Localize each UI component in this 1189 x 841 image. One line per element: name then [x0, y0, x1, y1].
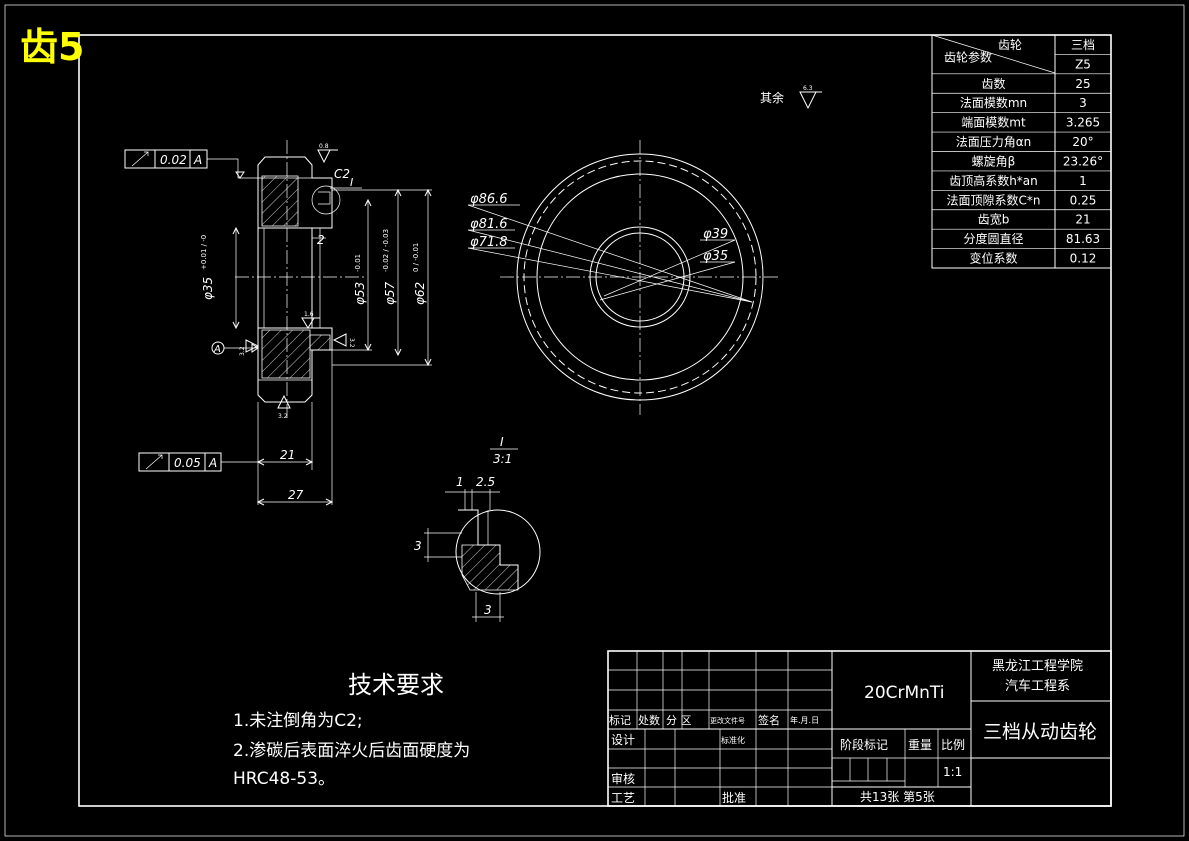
tb-part-name: 三档从动齿轮 — [983, 721, 1097, 743]
rough-left: 3.2 — [239, 346, 246, 356]
tb-stage: 阶段标记 — [840, 737, 888, 752]
tb-h-date: 年.月.日 — [790, 715, 819, 725]
param-value: 25 — [1075, 77, 1090, 91]
tb-school: 黑龙江工程学院 — [992, 658, 1083, 674]
param-value: 三档 — [1071, 38, 1095, 52]
datum-a-marker: A — [213, 344, 221, 355]
surface-note-value: 6.3 — [803, 85, 813, 92]
rough-mid: 1.6 — [304, 311, 314, 318]
tb-h-doc: 更改文件号 — [710, 716, 745, 725]
param-label: 法面压力角αn — [956, 135, 1032, 149]
dim-27: 27 — [288, 488, 304, 502]
detail-ref: I — [350, 176, 353, 189]
tech-requirements: 技术要求 1.未注倒角为C2; 2.渗碳后表面淬火后齿面硬度为 HRC48-53… — [233, 671, 470, 789]
param-value: 20° — [1072, 135, 1093, 149]
param-label: 分度圆直径 — [963, 231, 1023, 246]
dim-2: 2 — [317, 233, 325, 247]
dim-53: φ53 — [353, 282, 367, 305]
detail-view: I 3:1 1 2.5 3 3 — [414, 435, 541, 622]
param-value: 81.63 — [1066, 232, 1100, 246]
surface-note: 其余 6.3 — [760, 85, 822, 110]
param-value: 3.265 — [1066, 116, 1100, 130]
param-label: 齿数 — [981, 76, 1005, 91]
section-view: 0.02 A 0.05 A A C2 I 0.8 1.6 3.2 3.2 3.2 — [124, 140, 432, 506]
inner-frame — [78, 34, 1112, 807]
param-label: 法面顶隙系数C*n — [947, 192, 1041, 207]
tb-h-mark: 标记 — [609, 713, 631, 727]
outer-border — [4, 4, 1185, 837]
tb-h-sign: 签名 — [758, 713, 780, 727]
tol-top-value: 0.02 — [160, 153, 187, 167]
param-value: Z5 — [1075, 57, 1091, 71]
dim-bore: φ35 — [201, 277, 215, 300]
detail-dim-25: 2.5 — [476, 475, 495, 489]
detail-dim-1: 1 — [456, 475, 464, 489]
param-label: 螺旋角β — [972, 154, 1016, 168]
tb-weight: 重量 — [908, 738, 932, 752]
tb-h-count: 处数 — [638, 714, 660, 727]
param-value: 21 — [1075, 213, 1090, 227]
param-value: 1 — [1079, 174, 1087, 188]
tb-ratio-label: 比例 — [941, 738, 965, 752]
dim-53-tol: -0.01 — [354, 254, 362, 272]
tol-top-datum: A — [193, 153, 202, 167]
param-label: 法面模数mn — [960, 95, 1027, 110]
tech-title: 技术要求 — [348, 671, 444, 699]
detail-label: I — [500, 435, 504, 449]
tech-line1: 1.未注倒角为C2; — [233, 711, 363, 731]
detail-dim-3b: 3 — [484, 603, 492, 617]
tol-bottom-value: 0.05 — [174, 456, 201, 470]
dim-end-4: φ39 — [703, 227, 728, 242]
param-value: 3 — [1079, 96, 1087, 110]
tb-sheets: 共13张 第5张 — [860, 790, 935, 804]
dim-bore-tol: +0.01 / -0 — [200, 235, 208, 270]
param-value: 0.25 — [1070, 193, 1097, 207]
param-label: 齿轮参数 — [944, 49, 992, 64]
rough-bottom: 3.2 — [278, 413, 288, 420]
dim-end-2: φ81.6 — [470, 217, 508, 232]
tb-material: 20CrMnTi — [864, 683, 945, 703]
dim-57: φ57 — [383, 281, 397, 305]
chamfer-label: C2 — [334, 167, 350, 181]
tech-line2: 2.渗碳后表面淬火后齿面硬度为 — [233, 741, 470, 761]
tb-approve: 批准 — [722, 790, 746, 805]
detail-dim-3a: 3 — [414, 539, 422, 553]
param-label: 端面模数mt — [961, 115, 1026, 130]
tb-h-zone: 分 区 — [666, 714, 692, 727]
dim-62-tol: 0 / -0.01 — [412, 243, 420, 272]
tb-review: 审核 — [611, 771, 635, 786]
tb-dept: 汽车工程系 — [1005, 678, 1070, 694]
tech-line3: HRC48-53。 — [233, 769, 335, 789]
dim-end-3: φ71.8 — [470, 235, 508, 250]
param-value: 23.26° — [1063, 154, 1103, 168]
tb-standard: 标准化 — [721, 735, 745, 745]
param-label: 齿轮 — [998, 38, 1022, 52]
rough-right: 3.2 — [348, 338, 355, 348]
param-value: 0.12 — [1070, 252, 1097, 266]
param-label: 齿顶高系数h*an — [949, 173, 1038, 188]
tol-bottom-datum: A — [208, 456, 217, 470]
sheet-tag: 齿5 — [20, 25, 84, 69]
tb-design: 设计 — [611, 733, 635, 747]
rough-top: 0.8 — [319, 143, 329, 150]
surface-note-label: 其余 — [760, 90, 784, 105]
end-view: φ86.6 φ81.6 φ71.8 φ39 φ35 — [467, 140, 780, 415]
dim-21: 21 — [280, 448, 295, 462]
dim-62: φ62 — [413, 282, 427, 305]
tb-process: 工艺 — [611, 791, 635, 805]
dim-57-tol: -0.02 / -0.03 — [382, 229, 390, 272]
param-label: 变位系数 — [969, 251, 1017, 266]
dim-end-1: φ86.6 — [470, 192, 508, 207]
title-block: 标记 处数 分 区 更改文件号 签名 年.月.日 设计 标准化 审核 工艺 批准… — [607, 650, 1112, 807]
detail-scale: 3:1 — [493, 452, 512, 466]
tb-ratio: 1:1 — [943, 765, 962, 779]
param-label: 齿宽b — [978, 212, 1010, 227]
dim-end-5: φ35 — [703, 249, 728, 264]
